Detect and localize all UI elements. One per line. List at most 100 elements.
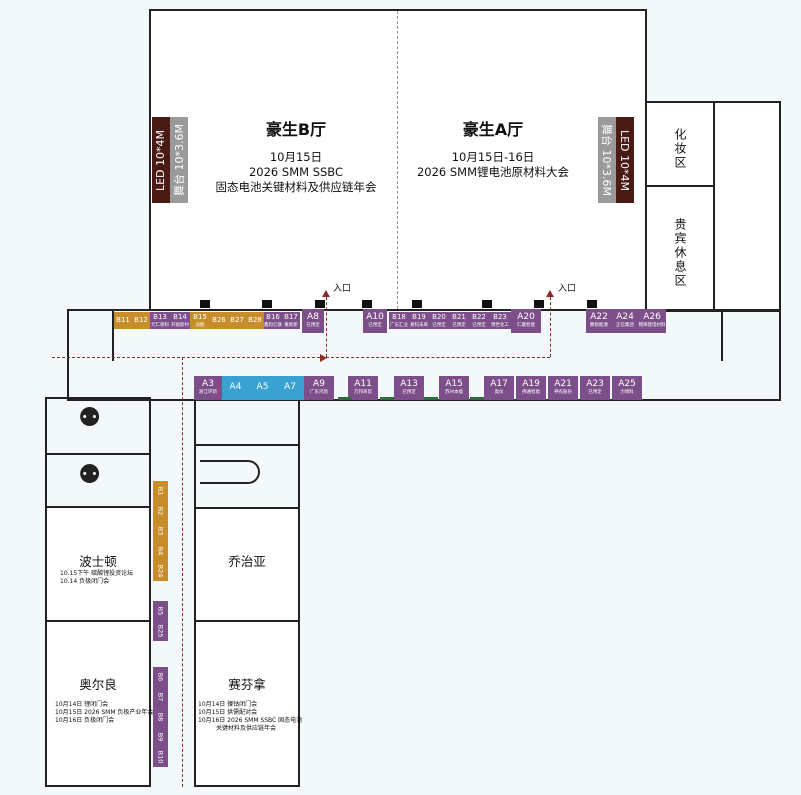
central-block (194, 401, 300, 509)
pillar (534, 300, 544, 308)
booth[interactable]: B27 (228, 312, 246, 329)
restroom-wall (45, 397, 151, 399)
orleans-note1: 10月14日 锂闭门会 (55, 701, 109, 708)
restroom-divider (45, 453, 151, 455)
booth[interactable]: A7 (276, 376, 304, 400)
boston-note2: 10.14 负极闭门会 (60, 578, 110, 585)
pillar (362, 300, 372, 308)
booth[interactable]: B5 (153, 601, 168, 621)
booth[interactable]: B8 (153, 707, 168, 727)
led-screen-hall-a: LED 10*4M (616, 117, 634, 203)
savannah-note4: 关键材料及供应链年会 (216, 725, 277, 732)
booth[interactable]: B12 (132, 312, 150, 329)
route-line-a (550, 297, 551, 357)
booth[interactable]: B26 (210, 312, 228, 329)
hall-divider (397, 11, 398, 309)
booth[interactable]: B10 (153, 747, 168, 767)
savannah-room (194, 620, 300, 787)
orleans-note2: 10月15日 2026 SMM 负极产业年会 (55, 709, 154, 716)
entrance-arrow-a (546, 290, 554, 297)
booth[interactable]: B2 (153, 501, 168, 521)
georgia-room (194, 507, 300, 622)
booth-marker (470, 397, 484, 400)
booth[interactable]: B28 (246, 312, 264, 329)
pillar (482, 300, 492, 308)
entrance-label-b: 入口 (333, 284, 352, 294)
booth[interactable]: B4 (153, 541, 168, 561)
makeup-room-label: 化妆区 (673, 128, 687, 170)
hall-a-date: 10月15日-16日 (451, 150, 535, 164)
far-right-room (713, 101, 781, 312)
orleans-note3: 10月16日 负极闭门会 (55, 717, 115, 724)
corridor-inner-left (112, 311, 114, 361)
pillar (587, 300, 597, 308)
route-line-h (52, 357, 320, 358)
hall-b-title: 豪生B厅 (265, 120, 327, 139)
booth[interactable]: A5 (249, 376, 276, 400)
savannah-note1: 10月14日 镍钴闭门会 (198, 701, 258, 708)
savannah-note3: 10月16日 2026 SMM SSBC 固态电池 (198, 717, 303, 724)
hall-a-event-line1: 2026 SMM锂电池原材料大会 (416, 165, 570, 179)
entrance-label-a: 入口 (558, 284, 577, 294)
route-line-a-h (326, 357, 550, 358)
vip-lounge-label: 贵宾休息区 (673, 218, 687, 288)
route-line-b (326, 297, 327, 357)
booth[interactable]: B25 (153, 621, 168, 641)
pillar (412, 300, 422, 308)
booth[interactable]: B9 (153, 727, 168, 747)
hall-b-date: 10月15日 (269, 150, 323, 164)
booth[interactable]: A4 (222, 376, 249, 400)
entrance-arrow-b (322, 290, 330, 297)
main-corridor (67, 309, 781, 401)
corridor-inner-right (721, 311, 723, 361)
stage-hall-b: 舞台 10*3.6M (170, 117, 188, 203)
georgia-title: 乔治亚 (228, 554, 266, 569)
savannah-note2: 10月15日 供需配对会 (198, 709, 258, 716)
led-label-hall-a: LED 10*4M (618, 129, 632, 191)
booth[interactable]: B24 (153, 561, 168, 581)
led-label-hall-b: LED 10*4M (154, 129, 168, 191)
booth[interactable]: B1 (153, 481, 168, 501)
booth[interactable]: B3 (153, 521, 168, 541)
pillar (315, 300, 325, 308)
boston-note1: 10.15下午 碳酸锂投资论坛 (60, 570, 134, 577)
led-screen-hall-b: LED 10*4M (152, 117, 170, 203)
route-line-v (182, 357, 183, 787)
booth-marker (424, 397, 438, 400)
booth[interactable]: B11 (114, 312, 132, 329)
savannah-title: 赛芬拿 (228, 677, 266, 692)
booth[interactable]: B7 (153, 687, 168, 707)
orleans-title: 奥尔良 (79, 677, 117, 692)
pillar (262, 300, 272, 308)
booth[interactable]: B6 (153, 667, 168, 687)
person-icon: ⚉ (78, 460, 102, 490)
